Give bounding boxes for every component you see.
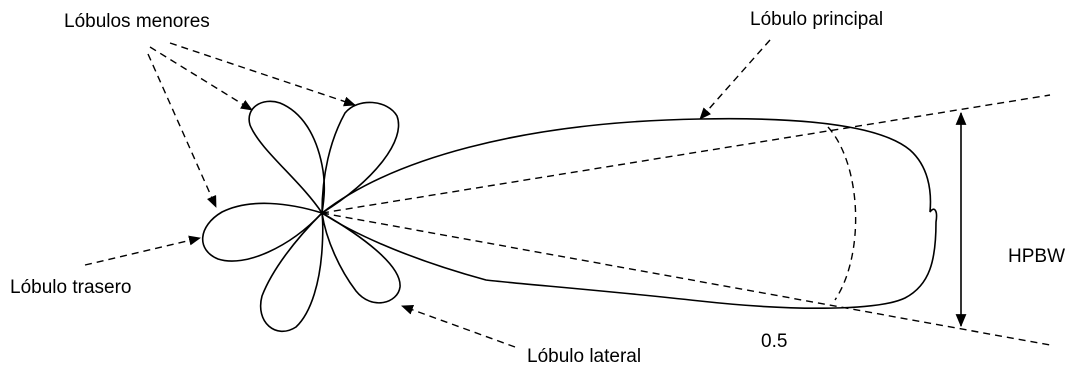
callout-arrow-main-lobe	[699, 39, 771, 120]
back-lobe	[201, 202, 324, 262]
callout-arrow-minor-lobe-1	[149, 46, 253, 111]
main-lobe-outline	[320, 117, 938, 310]
main-lobe-label: Lóbulo principal	[750, 9, 883, 30]
callout-arrow-side-lobe	[401, 305, 516, 348]
lower-half-power-line	[321, 212, 1051, 346]
minor-lobe-upper-right	[321, 101, 400, 215]
back-lobe-label: Lóbulo trasero	[10, 277, 131, 298]
callout-arrow-minor-lobe-3	[147, 53, 217, 208]
half-power-value-label: 0.5	[761, 331, 787, 352]
side-lobe-label: Lóbulo lateral	[527, 346, 641, 367]
side-lobe-lower-left	[259, 211, 324, 333]
hpbw-label: HPBW	[1008, 246, 1065, 267]
half-power-arc	[827, 126, 857, 301]
side-lobe-lower-right	[320, 211, 401, 304]
minor-lobe-upper-left	[248, 100, 326, 216]
upper-half-power-line	[321, 94, 1051, 214]
callout-arrow-back-lobe	[84, 235, 201, 266]
callout-arrow-minor-lobe-2	[169, 42, 356, 107]
minor-lobes-label: Lóbulos menores	[64, 11, 210, 32]
